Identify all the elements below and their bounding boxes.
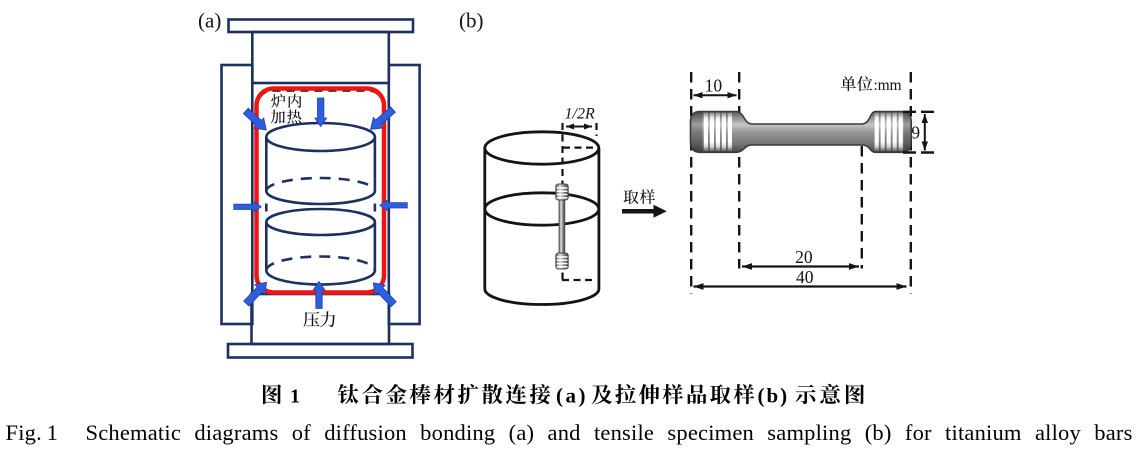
svg-text:(b): (b) bbox=[758, 383, 790, 407]
svg-text:6: 6 bbox=[911, 123, 920, 143]
svg-text:(b): (b) bbox=[459, 9, 484, 33]
svg-text:20: 20 bbox=[795, 247, 813, 267]
svg-text:(a): (a) bbox=[198, 9, 221, 33]
svg-text:1: 1 bbox=[290, 385, 300, 407]
svg-text:10: 10 bbox=[705, 76, 723, 96]
svg-text:1/2R: 1/2R bbox=[565, 106, 595, 123]
svg-text::mm: :mm bbox=[874, 77, 902, 94]
svg-text:40: 40 bbox=[796, 267, 814, 287]
svg-text:(a): (a) bbox=[556, 383, 588, 407]
